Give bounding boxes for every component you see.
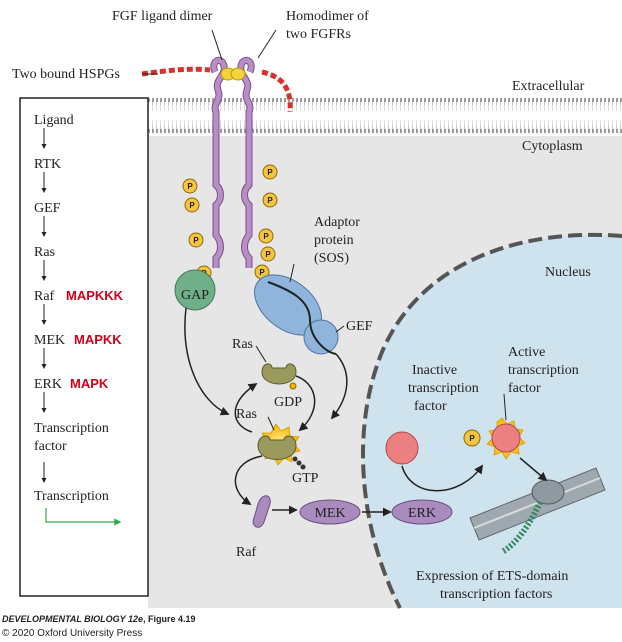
pathway-step-ligand: Ligand	[34, 113, 74, 128]
pathway-step-mek: MEK	[34, 333, 65, 348]
phosphate-icon: P	[260, 246, 276, 262]
phosphate-icon: P	[262, 164, 278, 180]
pathway-step-rtk: RTK	[34, 157, 61, 172]
phosphate-label: P	[267, 168, 273, 177]
label-active-line2: transcription	[508, 363, 579, 378]
phosphate-icon: P	[262, 192, 278, 208]
phosphate-label: P	[259, 268, 265, 277]
label-adaptor-line3: (SOS)	[314, 251, 349, 266]
label-homodimer-line2: two FGFRs	[286, 27, 351, 42]
pathway-step-gef: GEF	[34, 201, 61, 216]
pathway-step-ras: Ras	[34, 245, 55, 260]
sos-adaptor-protein	[254, 274, 339, 355]
pathway-summary-box	[19, 97, 149, 597]
active-tf-leader	[503, 393, 507, 421]
adaptor-leader	[289, 263, 295, 283]
label-two-bound-hspgs: Two bound HSPGs	[12, 67, 120, 82]
ras-gtp	[257, 423, 306, 470]
label-gtp: GTP	[292, 471, 319, 486]
label-inactive-line1: Inactive	[412, 363, 457, 378]
active-transcription-factor	[486, 417, 526, 460]
phosphate-icon: P	[463, 429, 481, 447]
erk-kinase: ERK	[391, 499, 453, 525]
label-fgf-ligand-dimer: FGF ligand dimer	[112, 9, 213, 24]
caption-figure: , Figure 4.19	[143, 614, 196, 624]
phosphate-icon: P	[182, 178, 198, 194]
phosphate-label: P	[189, 201, 195, 210]
phosphate-label: P	[265, 250, 271, 259]
kinase-label-mapk: MAPK	[70, 376, 109, 391]
pathway-step-erk: ERK	[34, 377, 62, 392]
transcription-output-arrow	[45, 508, 122, 526]
pathway-step-transcription: Transcription	[34, 489, 109, 504]
label-active-line3: factor	[508, 381, 541, 396]
transcription-complex	[531, 479, 565, 505]
label-ras-bottom: Ras	[236, 407, 257, 422]
kinase-label-mapkkk: MAPKKK	[66, 288, 124, 303]
ras-bottom-leader	[267, 416, 275, 431]
plasma-membrane	[148, 96, 622, 136]
label-gdp: GDP	[274, 395, 302, 410]
pathway-arrows	[184, 307, 548, 517]
label-nucleus: Nucleus	[545, 265, 591, 280]
caption-book: DEVELOPMENTAL BIOLOGY 12e	[2, 614, 143, 624]
label-cytoplasm: Cytoplasm	[522, 139, 583, 154]
label-inactive-line3: factor	[414, 399, 447, 414]
kinase-label-mapkk: MAPKK	[74, 332, 122, 347]
mek-node-label: MEK	[314, 506, 345, 521]
label-inactive-line2: transcription	[408, 381, 479, 396]
pathway-step-transcription-factor-line2: factor	[34, 439, 67, 454]
phosphate-label: P	[267, 196, 273, 205]
pathway-step-raf: Raf	[34, 289, 55, 304]
label-extracellular: Extracellular	[512, 79, 585, 94]
phosphate-label: P	[469, 434, 475, 443]
label-raf: Raf	[236, 545, 257, 560]
figure-caption: DEVELOPMENTAL BIOLOGY 12e, Figure 4.19	[2, 614, 196, 624]
hspg-right	[261, 69, 293, 113]
phosphate-label: P	[263, 232, 269, 241]
hspg-left	[141, 66, 211, 77]
phosphate-icon: P	[258, 228, 274, 244]
pathway-step-transcription-factor-line1: Transcription	[34, 421, 109, 436]
label-active-line1: Active	[508, 345, 545, 360]
label-ras-top: Ras	[232, 337, 253, 352]
label-expression-line1: Expression of ETS-domain	[416, 569, 568, 584]
phosphate-label: P	[187, 182, 193, 191]
label-expression-line2: transcription factors	[440, 587, 552, 602]
phosphate-icon: P	[184, 197, 200, 213]
gef-leader	[335, 325, 345, 333]
label-adaptor-line1: Adaptor	[314, 215, 360, 230]
label-adaptor-line2: protein	[314, 233, 354, 248]
inactive-transcription-factor	[385, 431, 419, 465]
erk-node-label: ERK	[408, 506, 436, 521]
phosphate-icon: P	[188, 232, 204, 248]
ras-top-leader	[255, 345, 267, 363]
label-gef: GEF	[346, 319, 373, 334]
homodimer-leader	[257, 29, 277, 59]
fgfr-homodimer	[210, 56, 255, 268]
ligand-leader	[211, 29, 223, 61]
fgf-ligand-dimer	[220, 67, 246, 81]
raf-kinase	[252, 495, 271, 528]
phosphate-label: P	[193, 236, 199, 245]
nuclear-envelope	[360, 232, 622, 609]
caption-copyright: © 2020 Oxford University Press	[2, 628, 142, 639]
ras-gdp	[261, 363, 297, 390]
phosphate-icon: P	[254, 264, 270, 280]
gap-label: GAP	[181, 288, 209, 303]
mek-kinase: MEK	[299, 499, 361, 525]
label-homodimer-line1: Homodimer of	[286, 9, 369, 24]
gap-protein: GAP	[174, 269, 216, 311]
